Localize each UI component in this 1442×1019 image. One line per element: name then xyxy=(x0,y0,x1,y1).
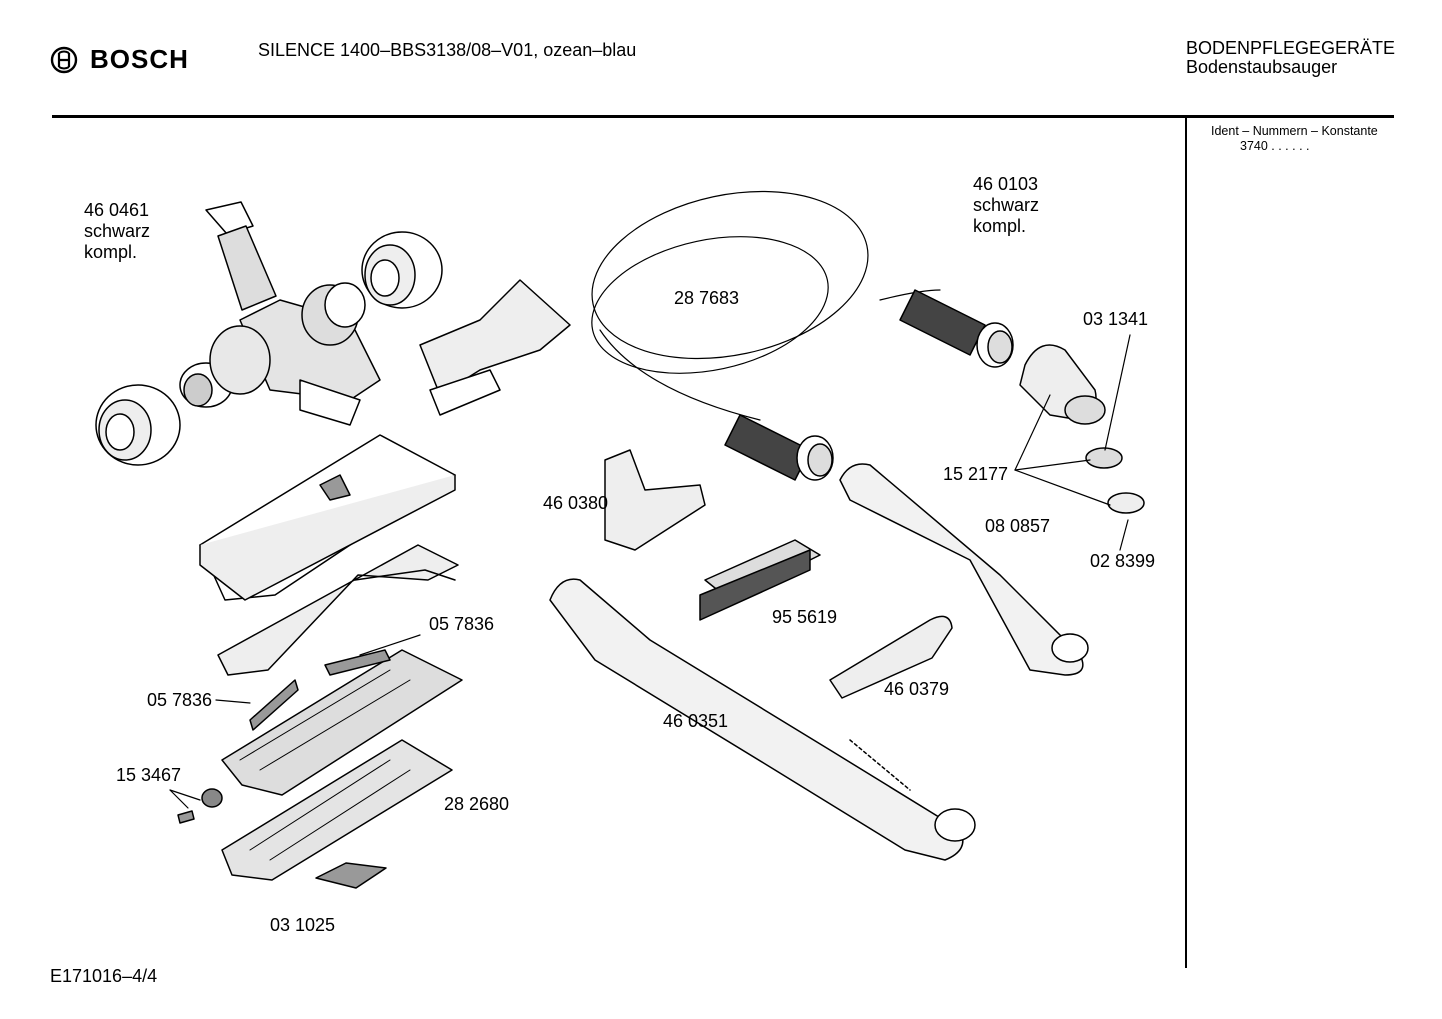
bosch-armature-icon xyxy=(50,46,78,73)
rubber-strip-bottom xyxy=(315,862,387,889)
brush-strip-upper xyxy=(324,649,391,676)
clip-ring-upper xyxy=(1085,447,1123,469)
nozzle-wheel-upper xyxy=(361,231,443,309)
upholstery-nozzle xyxy=(604,449,706,551)
hose-elbow xyxy=(1019,344,1106,425)
part-label-955619: 95 5619 xyxy=(772,607,838,627)
part-label-287683: 28 7683 xyxy=(674,288,740,308)
part-label-460380: 46 0380 xyxy=(543,493,609,513)
suction-hose xyxy=(591,190,941,421)
sidebar-divider xyxy=(1185,118,1187,968)
part-label-153467: 15 3467 xyxy=(116,765,182,785)
part-label-460351: 46 0351 xyxy=(663,711,729,731)
part-label-057836-b: 05 7836 xyxy=(147,690,213,710)
leader-lines xyxy=(169,334,1131,809)
part-label-031025: 03 1025 xyxy=(270,915,336,935)
part-label-057836-a: 05 7836 xyxy=(429,614,495,634)
handle-tube xyxy=(839,463,1089,676)
subcategory-title: Bodenstaubsauger xyxy=(1186,57,1338,77)
hose-end-lower xyxy=(724,414,834,481)
nozzle-sole-plate-lower xyxy=(221,739,453,881)
hose-end-upper xyxy=(899,289,1014,368)
floor-nozzle-assembly xyxy=(179,201,381,426)
brand-logo: BOSCH xyxy=(50,44,189,75)
header-divider xyxy=(52,115,1394,118)
part-label-282680: 28 2680 xyxy=(444,794,510,814)
part-label-080857: 08 0857 xyxy=(985,516,1051,536)
ident-heading: Ident – Nummern – Konstante xyxy=(1211,124,1378,138)
part-label-460379: 46 0379 xyxy=(884,679,950,699)
nozzle-cover-bracket xyxy=(419,279,571,416)
dusting-brush xyxy=(699,539,821,621)
crevice-nozzle xyxy=(829,615,953,699)
axle-pin xyxy=(177,788,223,824)
model-title: SILENCE 1400–BBS3138/08–V01, ozean–blau xyxy=(258,40,637,60)
ident-value: 3740 . . . . . . xyxy=(1240,139,1310,153)
nozzle-middle-plate xyxy=(217,544,459,676)
telescopic-tube xyxy=(549,578,976,861)
nozzle-sole-plate-upper xyxy=(221,649,463,796)
part-label-028399: 02 8399 xyxy=(1090,551,1156,571)
brand-name: BOSCH xyxy=(90,44,189,74)
part-label-152177: 15 2177 xyxy=(943,464,1009,484)
drawing-code: E171016–4/4 xyxy=(50,966,158,986)
nozzle-wheel-lower xyxy=(95,384,181,466)
part-label-031341: 03 1341 xyxy=(1083,309,1149,329)
nozzle-top-plate xyxy=(199,434,456,601)
brush-strip-left xyxy=(249,679,299,731)
category-title: BODENPFLEGEGERÄTE xyxy=(1186,38,1396,58)
clip-ring-lower xyxy=(1107,492,1145,514)
